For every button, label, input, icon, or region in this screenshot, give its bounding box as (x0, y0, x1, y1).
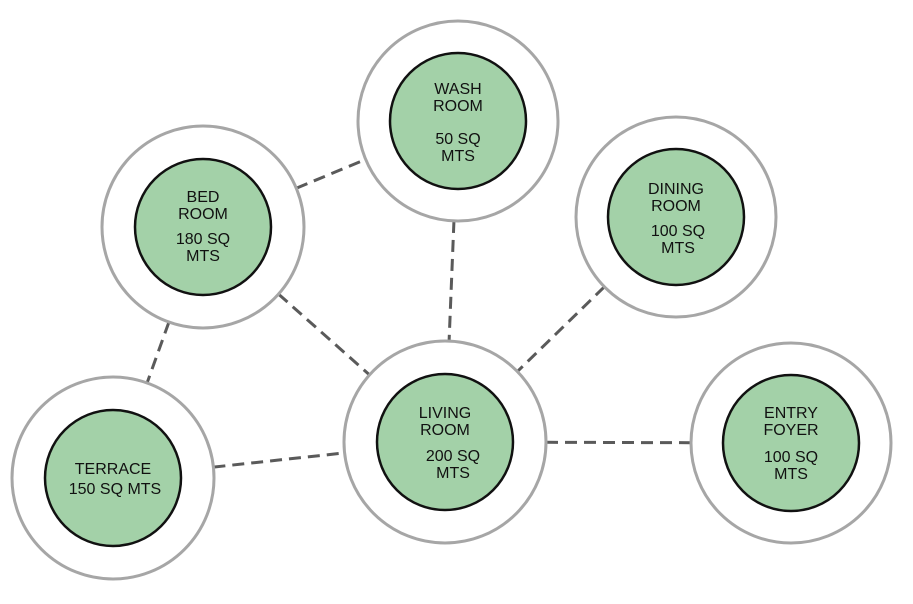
connector-bed-room-wash-room (295, 157, 367, 190)
dining-room-inner-circle (606, 147, 746, 287)
bed-room-area-line: MTS (186, 248, 220, 265)
entry-foyer-area-line: MTS (774, 466, 808, 483)
dining-room-name-line: DINING (648, 181, 704, 198)
connector-bed-room-living-room (277, 292, 371, 377)
terrace-name-line: TERRACE (75, 461, 151, 478)
connectors (145, 157, 692, 469)
connector-terrace-living-room (213, 451, 345, 469)
entry-foyer-name-line: FOYER (763, 422, 818, 439)
terrace-area-line: 150 SQ MTS (69, 481, 161, 498)
entry-foyer-inner-circle (721, 373, 861, 513)
wash-room-area-line: MTS (441, 148, 475, 165)
bed-room-inner-circle (133, 157, 273, 297)
living-room-name-line: ROOM (420, 422, 470, 439)
wash-room-name-line: ROOM (433, 98, 483, 115)
dining-room-name-line: ROOM (651, 198, 701, 215)
living-room-area-line: MTS (436, 465, 470, 482)
entry-foyer-name-line: ENTRY (764, 405, 818, 422)
entry-foyer-area-line: 100 SQ (764, 449, 818, 466)
dining-room-area-line: 100 SQ (651, 223, 705, 240)
connector-wash-room-living-room (447, 220, 456, 342)
bed-room-area-line: 180 SQ (176, 231, 230, 248)
connector-bed-room-terrace (145, 321, 171, 384)
wash-room-inner-circle (388, 51, 528, 191)
wash-room-name-line: WASH (434, 81, 481, 98)
connector-dining-room-living-room (516, 285, 606, 373)
living-room-area-line: 200 SQ (426, 448, 480, 465)
terrace-inner-circle (43, 408, 183, 548)
bed-room-name-line: BED (187, 189, 220, 206)
wash-room-area-line: 50 SQ (435, 131, 480, 148)
living-room-name-line: LIVING (419, 405, 471, 422)
living-room-inner-circle (375, 372, 515, 512)
bed-room-name-line: ROOM (178, 206, 228, 223)
node-terrace: TERRACE 150 SQ MTS (10, 375, 216, 581)
dining-room-area-line: MTS (661, 240, 695, 257)
